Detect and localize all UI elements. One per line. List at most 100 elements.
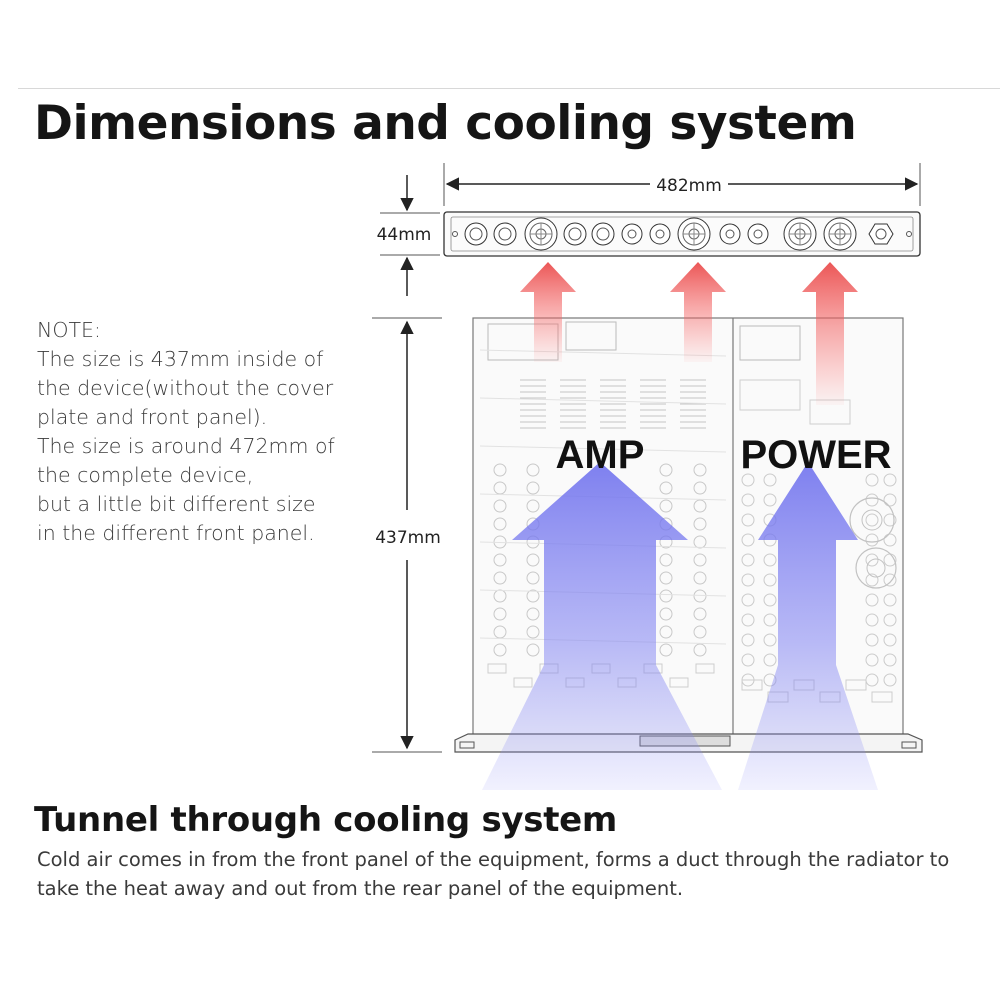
capacitor <box>883 533 897 547</box>
tunnel-description: Cold air comes in from the front panel o… <box>37 845 997 903</box>
chip <box>487 663 507 674</box>
capacitor <box>865 613 879 627</box>
capacitor <box>693 625 707 639</box>
capacitor <box>883 573 897 587</box>
chip <box>669 677 689 688</box>
capacitor <box>883 633 897 647</box>
power-inlet-icon <box>868 223 894 245</box>
capacitor <box>493 517 507 531</box>
description-line: Cold air comes in from the front panel o… <box>37 848 950 871</box>
xlr-connector-icon <box>563 222 587 246</box>
capacitor <box>865 473 879 487</box>
trace <box>479 397 727 405</box>
fan-icon <box>823 217 857 251</box>
capacitor <box>883 493 897 507</box>
capacitor <box>493 607 507 621</box>
fan-icon <box>524 217 558 251</box>
capacitor <box>865 653 879 667</box>
hot-air-arrow-right <box>802 262 858 405</box>
capacitor <box>741 493 755 507</box>
capacitor <box>865 513 879 527</box>
capacitor <box>741 473 755 487</box>
capacitor <box>659 463 673 477</box>
capacitor <box>693 463 707 477</box>
front-panel <box>443 211 921 257</box>
trace <box>479 445 727 453</box>
fan-icon <box>677 217 711 251</box>
amp-section-label: AMP <box>556 433 645 477</box>
capacitor <box>741 513 755 527</box>
speakon-connector-icon <box>621 223 643 245</box>
note-line: NOTE: <box>37 318 101 342</box>
note-line: plate and front panel). <box>37 405 268 429</box>
height-dimension: 44mm <box>377 175 440 296</box>
note-line: The size is 437mm inside of <box>37 347 324 371</box>
capacitor <box>526 625 540 639</box>
depth-label: 437mm <box>375 528 441 548</box>
speakon-connector-icon <box>719 223 741 245</box>
capacitor <box>526 553 540 567</box>
width-label: 482mm <box>656 176 722 196</box>
capacitor <box>526 607 540 621</box>
toroid <box>866 558 886 578</box>
capacitor <box>865 533 879 547</box>
xlr-connector-icon <box>591 222 615 246</box>
page-title: Dimensions and cooling system <box>34 96 857 151</box>
capacitor <box>526 499 540 513</box>
power-section-label: POWER <box>740 433 891 477</box>
capacitor <box>493 463 507 477</box>
speakon-connector-icon <box>649 223 671 245</box>
hot-air-arrow-middle <box>670 262 726 362</box>
capacitor <box>883 653 897 667</box>
note-line: the device(without the cover <box>37 376 334 400</box>
note-line: The size is around 472mm of <box>37 434 335 458</box>
cold-air-arrows <box>482 462 878 790</box>
note-line: in the different front panel. <box>37 521 315 545</box>
capacitor <box>883 473 897 487</box>
capacitor <box>493 643 507 657</box>
chip <box>739 379 801 411</box>
capacitor <box>741 633 755 647</box>
capacitor <box>526 571 540 585</box>
cold-air-arrow-power <box>738 462 878 790</box>
tunnel-title: Tunnel through cooling system <box>34 800 618 840</box>
capacitor <box>763 593 777 607</box>
capacitor <box>693 643 707 657</box>
capacitor <box>865 573 879 587</box>
capacitor <box>659 553 673 567</box>
chip <box>845 679 867 691</box>
header-divider <box>18 88 1000 89</box>
toroid <box>855 547 897 589</box>
capacitor <box>741 613 755 627</box>
capacitor <box>659 481 673 495</box>
capacitor <box>693 607 707 621</box>
toroid <box>849 497 895 543</box>
toroid <box>861 509 883 531</box>
capacitor <box>526 481 540 495</box>
capacitor <box>763 633 777 647</box>
capacitor <box>865 633 879 647</box>
capacitor <box>659 643 673 657</box>
capacitor <box>763 573 777 587</box>
description-line: take the heat away and out from the rear… <box>37 877 684 900</box>
cold-air-arrow-amp <box>482 462 722 790</box>
capacitor <box>741 653 755 667</box>
capacitor <box>693 571 707 585</box>
speakon-connector-icon <box>747 223 769 245</box>
hot-air-arrows <box>520 262 858 405</box>
capacitor <box>693 499 707 513</box>
capacitor <box>659 589 673 603</box>
chip <box>741 679 763 691</box>
xlr-connector-icon <box>493 222 517 246</box>
fan-icon <box>783 217 817 251</box>
hot-air-arrow-left <box>520 262 576 362</box>
capacitor <box>883 673 897 687</box>
capacitor <box>693 517 707 531</box>
chip <box>871 691 893 703</box>
capacitor <box>883 613 897 627</box>
note-line: the complete device, <box>37 463 254 487</box>
height-label: 44mm <box>377 225 432 245</box>
capacitor <box>741 593 755 607</box>
capacitor <box>493 571 507 585</box>
